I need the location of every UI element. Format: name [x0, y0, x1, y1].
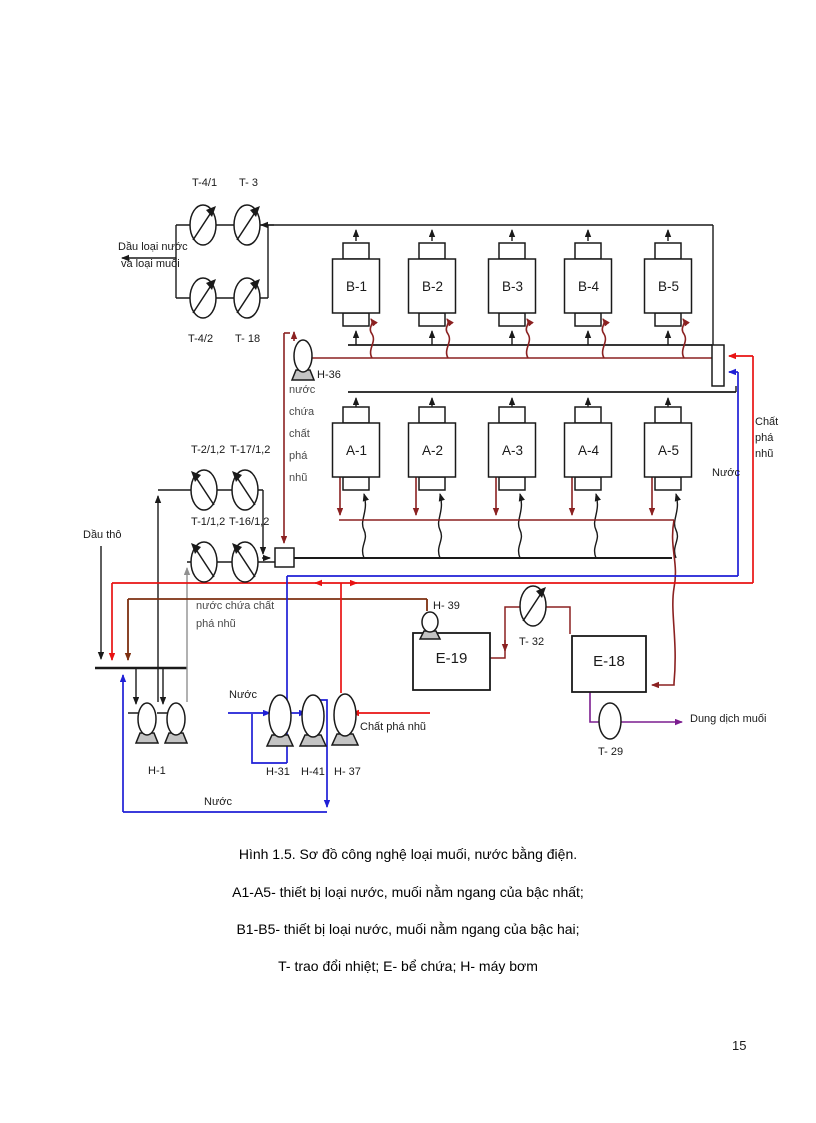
pump-h31 — [266, 694, 294, 747]
vessel-a3-label: A-3 — [501, 443, 523, 458]
pump-h36 — [291, 339, 315, 381]
mixer-box — [274, 547, 295, 568]
label-t1612: T-16/1,2 — [229, 516, 270, 528]
label-demulsifier-right-3: nhũ — [755, 448, 774, 460]
label-demulsifier-right-1: Chất — [755, 416, 779, 428]
vessel-b4-label: B-4 — [577, 279, 599, 294]
label-demulsifier-water-5: nhũ — [289, 472, 308, 484]
label-ncc-line2: phá nhũ — [196, 618, 236, 630]
vessel-a1-label: A-1 — [345, 443, 367, 458]
label-salt-solution: Dung dịch muối — [690, 713, 767, 725]
exchanger-t16 — [231, 541, 259, 583]
label-t42: T-4/2 — [188, 333, 214, 345]
label-demulsifier-right-2: phá — [755, 432, 774, 444]
label-h37: H- 37 — [334, 766, 361, 778]
red-piping — [108, 352, 754, 717]
label-t212: T-2/1,2 — [191, 444, 226, 456]
maroon-piping — [280, 318, 712, 689]
caption-legend-teh: T- trao đổi nhiệt; E- bể chứa; H- máy bơ… — [278, 958, 538, 974]
label-t29: T- 29 — [598, 746, 624, 758]
pump-h41 — [299, 694, 327, 747]
pump-h39 — [419, 611, 441, 640]
vessel-b5-label: B-5 — [657, 279, 679, 294]
vessel-a5-label: A-5 — [657, 443, 679, 458]
exchanger-t32 — [519, 585, 547, 627]
black-piping — [95, 221, 737, 714]
label-h39: H- 39 — [433, 600, 460, 612]
exchanger-t42 — [189, 277, 217, 319]
label-t32: T- 32 — [519, 636, 545, 648]
caption-legend-b: B1-B5- thiết bị loại nước, muối nằm ngan… — [236, 921, 580, 937]
cooler-t29 — [598, 702, 622, 740]
brown-piping — [124, 598, 428, 661]
equipment — [135, 204, 725, 747]
label-demulsifier-feed: Chất phá nhũ — [360, 721, 427, 733]
label-demulsifier-water-2: chứa — [289, 406, 315, 418]
vessel-a4-label: A-4 — [577, 443, 599, 458]
tank-e19-label: E-19 — [435, 650, 468, 667]
exchanger-t1 — [190, 541, 218, 583]
label-water-bottom: Nước — [204, 796, 233, 808]
exchanger-t17 — [231, 469, 259, 511]
vessel-b3-label: B-3 — [501, 279, 523, 294]
purple-piping — [589, 692, 683, 726]
label-t1712: T-17/1,2 — [230, 444, 271, 456]
label-t41: T-4/1 — [192, 177, 218, 189]
vessel-b2-label: B-2 — [421, 279, 443, 294]
label-demulsifier-water-4: phá — [289, 450, 308, 462]
injection-manifold — [711, 344, 725, 387]
label-h36: H-36 — [317, 369, 341, 381]
blue-piping — [119, 368, 739, 813]
exchanger-t41 — [189, 204, 217, 246]
tank-e18 — [571, 635, 647, 693]
label-h31: H-31 — [266, 766, 290, 778]
label-h41: H-41 — [301, 766, 325, 778]
exchanger-t18 — [233, 277, 261, 319]
label-t3: T- 3 — [239, 177, 258, 189]
exchanger-t3 — [233, 204, 261, 246]
label-demulsifier-water-3: chất — [289, 428, 310, 440]
label-outlet-line2: và loại muối — [121, 258, 180, 270]
pump-h37 — [331, 693, 359, 746]
tank-e19 — [412, 632, 491, 691]
label-water-feed: Nước — [229, 689, 258, 701]
label-crude-oil: Dầu thô — [83, 529, 122, 541]
label-t112: T-1/1,2 — [191, 516, 226, 528]
label-h1: H-1 — [148, 765, 166, 777]
label-water-right: Nước — [712, 467, 741, 479]
label-ncc-line1: nước chứa chất — [196, 600, 275, 612]
vessel-b1-label: B-1 — [345, 279, 367, 294]
pump-h1b — [164, 702, 188, 744]
label-outlet-line1: Dầu loại nước — [118, 241, 188, 253]
caption-legend-a: A1-A5- thiết bị loại nước, muối nằm ngan… — [232, 884, 584, 900]
label-demulsifier-water-1: nước — [289, 384, 316, 396]
pump-h1a — [135, 702, 159, 744]
vessel-a2-label: A-2 — [421, 443, 443, 458]
caption-title: Hình 1.5. Sơ đồ công nghệ loại muối, nướ… — [238, 846, 578, 862]
label-t18: T- 18 — [235, 333, 261, 345]
tank-e18-label: E-18 — [593, 653, 625, 670]
page-number: 15 — [732, 1038, 747, 1053]
exchanger-t2 — [190, 469, 218, 511]
